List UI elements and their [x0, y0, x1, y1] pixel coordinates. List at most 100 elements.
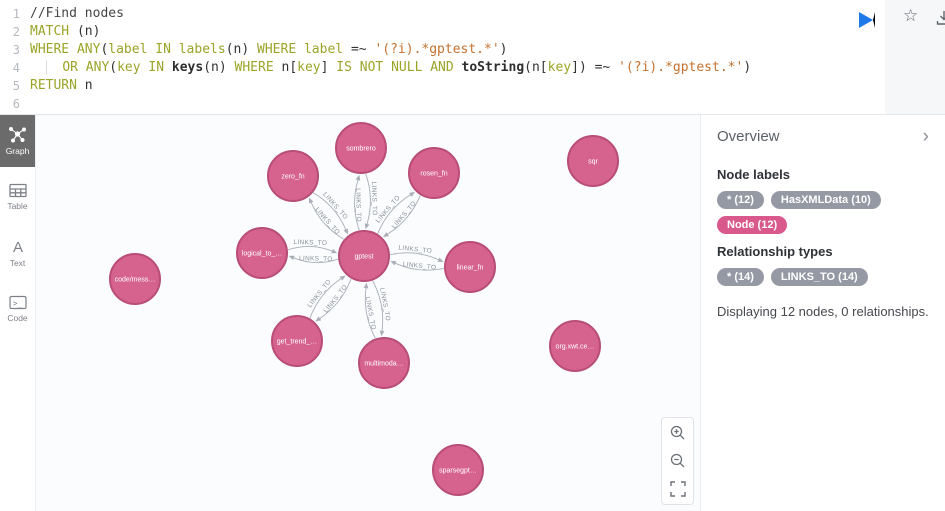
graph-node-gptest[interactable]: [338, 230, 390, 282]
tab-label: Graph: [5, 146, 30, 156]
line-number: 1: [12, 7, 20, 21]
editor-side-strip: ☆: [885, 0, 945, 114]
label-pill[interactable]: Node (12): [717, 216, 788, 234]
edge-arrowhead: [390, 261, 397, 266]
graph-node-sparsegpt[interactable]: [432, 444, 484, 496]
line-number: 6: [12, 97, 20, 111]
code-text: OR ANY(key IN keys(n) WHERE n[key] IS NO…: [30, 59, 751, 77]
text-icon: A: [12, 239, 22, 255]
line-number: 5: [12, 79, 20, 93]
code-text: RETURN n: [30, 78, 93, 93]
graph-edge[interactable]: [364, 288, 376, 339]
graph-node-zero_fn[interactable]: [267, 150, 319, 202]
edge-arrowhead: [364, 223, 370, 230]
tab-code[interactable]: >_Code: [0, 283, 35, 335]
code-line: 4 OR ANY(key IN keys(n) WHERE n[key] IS …: [0, 59, 885, 77]
graph-node-sombrero[interactable]: [335, 122, 387, 174]
graph-edge[interactable]: [319, 278, 352, 319]
code-line: 6: [0, 95, 885, 113]
graph-canvas[interactable]: LINKS_TO LINKS_TO LINKS_TO LINKS_TO LINKS_TO…: [36, 115, 700, 511]
graph-node-code_mess[interactable]: [109, 253, 161, 305]
node-label-pills: * (12) HasXMLData (10) Node (12): [717, 191, 929, 234]
tab-graph[interactable]: Graph: [0, 115, 35, 167]
relationship-types-heading: Relationship types: [717, 244, 833, 259]
svg-text:A: A: [12, 239, 22, 255]
edge-arrowhead: [363, 282, 369, 289]
graph-icon: [9, 127, 26, 143]
edge-label: LINKS_TO: [402, 261, 436, 271]
graph-edge[interactable]: [387, 195, 421, 235]
graph-edge[interactable]: [377, 194, 411, 234]
favorite-star-icon[interactable]: ☆: [903, 6, 919, 25]
line-number: 4: [12, 61, 20, 75]
edge-arrowhead: [315, 316, 322, 322]
label-pill[interactable]: LINKS_TO (14): [770, 268, 868, 286]
zoom-to-fit-button[interactable]: [669, 480, 687, 498]
graph-node-multimodal[interactable]: [358, 337, 410, 389]
tab-label: Text: [9, 257, 26, 268]
graph-node-get_trend[interactable]: [271, 315, 323, 367]
edge-arrowhead: [409, 191, 415, 197]
graph-node-sqr[interactable]: [567, 135, 619, 187]
graph-edge[interactable]: [372, 280, 384, 331]
zoom-in-button[interactable]: [669, 424, 687, 442]
code-line: 2 MATCH (n): [0, 23, 885, 41]
tab-table[interactable]: Table: [0, 171, 35, 223]
line-number: 2: [12, 25, 20, 39]
edge-arrowhead: [288, 255, 295, 261]
relationship-type-pills: * (14) LINKS_TO (14): [717, 268, 929, 286]
graph-node-org_xwt[interactable]: [549, 320, 601, 372]
edge-arrowhead: [379, 330, 385, 337]
label-pill[interactable]: * (12): [717, 191, 764, 209]
graph-edge[interactable]: [309, 278, 342, 319]
edge-label: LINKS_TO: [398, 245, 432, 255]
node-labels-heading: Node labels: [717, 167, 790, 182]
overview-title: Overview: [717, 127, 780, 145]
edge-arrowhead: [331, 248, 338, 254]
edge-label: LINKS_TO: [354, 188, 362, 222]
code-line: 5 RETURN n: [0, 77, 885, 95]
graph-edge[interactable]: [390, 252, 439, 261]
graph-edge[interactable]: [310, 202, 344, 240]
edge-arrowhead: [437, 257, 444, 262]
collapse-chevron-icon[interactable]: ›: [922, 125, 929, 147]
tab-text[interactable]: A Text: [0, 227, 35, 279]
zoom-out-button[interactable]: [669, 452, 687, 470]
edge-arrowhead: [343, 228, 348, 235]
overview-header: Overview ›: [717, 115, 929, 157]
edge-arrowhead: [339, 275, 346, 281]
run-query-button[interactable]: [859, 12, 875, 28]
table-icon: [8, 183, 27, 198]
edge-arrowhead: [355, 174, 361, 181]
graph-svg: LINKS_TO LINKS_TO LINKS_TO LINKS_TO LINKS_TO…: [109, 122, 619, 496]
graph-edge[interactable]: [395, 262, 444, 271]
download-icon[interactable]: [935, 9, 945, 32]
display-status-text: Displaying 12 nodes, 0 relationships.: [717, 304, 929, 319]
label-pill[interactable]: HasXMLData (10): [770, 191, 881, 209]
label-pill[interactable]: * (14): [717, 268, 764, 286]
graph-edge[interactable]: [365, 173, 371, 225]
graph-edge[interactable]: [293, 257, 339, 264]
edge-arrowhead: [309, 197, 314, 204]
tab-label: Table: [7, 201, 28, 211]
code-text: MATCH (n): [30, 24, 101, 39]
edge-label: LINKS_TO: [299, 255, 333, 263]
graph-edge[interactable]: [287, 245, 333, 252]
edge-label: LINKS_TO: [370, 182, 378, 216]
code-line: 1 //Find nodes: [0, 5, 885, 23]
code-text: //Find nodes: [30, 6, 124, 21]
overview-panel: Overview › Node labels * (12) HasXMLData …: [700, 115, 945, 511]
graph-edge[interactable]: [354, 179, 360, 231]
edge-arrowhead: [383, 232, 389, 238]
graph-edge[interactable]: [313, 192, 347, 230]
graph-node-linear_fn[interactable]: [444, 241, 496, 293]
edge-label: LINKS_TO: [364, 296, 377, 330]
graph-node-rosen_fn[interactable]: [408, 147, 460, 199]
code-icon: >_: [8, 295, 27, 310]
graph-node-logical_to[interactable]: [236, 227, 288, 279]
edge-label: LINKS_TO: [293, 239, 327, 247]
